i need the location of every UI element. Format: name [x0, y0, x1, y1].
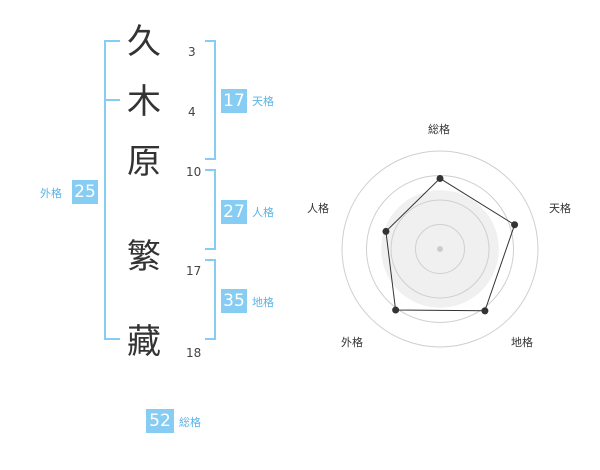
radar-axis-label-jinkaku: 人格 — [307, 202, 329, 215]
radar-grid — [341, 150, 539, 348]
stroke-count-5: 18 — [186, 346, 202, 360]
radar-grid-ring — [415, 224, 465, 274]
chikaku-value-badge: 35 — [221, 289, 247, 313]
chikaku-bracket — [205, 259, 216, 340]
stroke-count-3: 10 — [186, 165, 202, 179]
radar-point-3 — [392, 306, 400, 314]
stroke-count-1: 3 — [188, 45, 196, 59]
name-char-3: 原 — [127, 142, 161, 182]
stroke-count-2: 4 — [188, 105, 196, 119]
radar-axis-label-tenkaku: 天格 — [549, 202, 571, 215]
jinkaku-value-badge: 27 — [221, 200, 247, 224]
radar-grid-ring — [390, 199, 490, 299]
name-char-5: 藏 — [127, 322, 161, 362]
radar-point-0 — [436, 174, 444, 182]
name-char-4: 繁 — [127, 237, 161, 277]
gaikaku-label: 外格 — [40, 187, 62, 200]
jinkaku-label: 人格 — [252, 206, 274, 219]
radar-point-4 — [382, 227, 390, 235]
jinkaku-bracket — [205, 169, 216, 250]
chikaku-label: 地格 — [252, 296, 274, 309]
radar-points — [382, 174, 519, 315]
name-char-1: 久 — [127, 22, 161, 62]
name-char-2: 木 — [127, 82, 161, 122]
tenkaku-bracket — [205, 40, 216, 160]
radar-axis-label-gaikaku: 外格 — [341, 336, 363, 349]
gaikaku-value-badge: 25 — [72, 180, 98, 204]
radar-data-polygon — [385, 177, 516, 312]
radar-grid-ring — [341, 150, 539, 348]
radar-center-dot — [437, 246, 443, 252]
radar-point-1 — [511, 221, 519, 229]
soukaku-label: 総格 — [179, 416, 201, 429]
radar-point-2 — [481, 307, 489, 315]
tenkaku-value-badge: 17 — [221, 89, 247, 113]
radar-axis-label-chikaku: 地格 — [511, 336, 533, 349]
stroke-count-4: 17 — [186, 264, 202, 278]
soukaku-value-badge: 52 — [146, 409, 174, 433]
radar-axis-label-soukaku: 総格 — [428, 123, 450, 136]
tenkaku-label: 天格 — [252, 95, 274, 108]
gaikaku-bracket — [104, 40, 120, 340]
